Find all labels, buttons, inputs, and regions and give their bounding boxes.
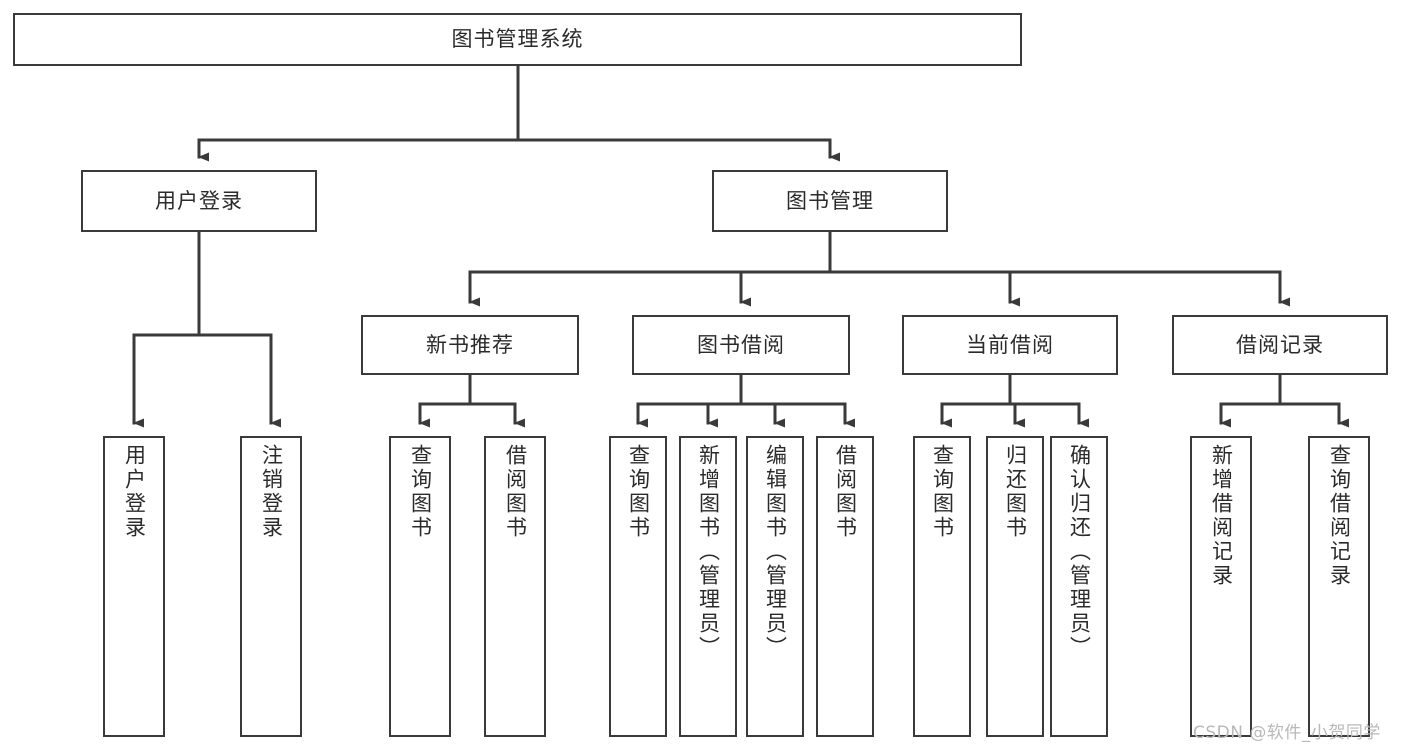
csdn-watermark: CSDN @软件_小贺同学 [1193, 723, 1381, 743]
node-label: 查询借阅记录 [1327, 444, 1352, 588]
node-label: 用户登录 [155, 188, 243, 213]
node-current-borrow[interactable]: 当前借阅 [902, 315, 1118, 375]
node-label: 借阅记录 [1236, 332, 1324, 357]
node-root[interactable]: 图书管理系统 [13, 13, 1022, 66]
node-book-borrow[interactable]: 图书借阅 [632, 315, 850, 375]
leaf-confirm-return[interactable]: 确认归还（管理员） [1050, 436, 1108, 737]
leaf-query-record[interactable]: 查询借阅记录 [1308, 436, 1370, 737]
leaf-user-login[interactable]: 用户登录 [103, 436, 165, 737]
leaf-user-logout[interactable]: 注销登录 [240, 436, 302, 737]
leaf-borrow-book-bw[interactable]: 借阅图书 [816, 436, 874, 737]
node-label: 新增借阅记录 [1209, 444, 1234, 588]
node-label: 借阅图书 [833, 444, 858, 540]
node-label: 用户登录 [122, 444, 147, 540]
node-label: 确认归还（管理员） [1067, 444, 1092, 660]
node-user-login[interactable]: 用户登录 [81, 170, 317, 232]
node-label: 查询图书 [626, 444, 651, 540]
node-book-manage[interactable]: 图书管理 [712, 170, 948, 232]
node-borrow-record[interactable]: 借阅记录 [1172, 315, 1388, 375]
node-label: 新书推荐 [426, 332, 514, 357]
leaf-borrow-book-rec[interactable]: 借阅图书 [484, 436, 546, 737]
node-label: 当前借阅 [966, 332, 1054, 357]
leaf-edit-book[interactable]: 编辑图书（管理员） [746, 436, 804, 737]
node-label: 归还图书 [1003, 444, 1028, 540]
node-label: 图书管理 [786, 188, 874, 213]
leaf-query-book-rec[interactable]: 查询图书 [389, 436, 451, 737]
node-label: 编辑图书（管理员） [763, 444, 788, 660]
leaf-add-record[interactable]: 新增借阅记录 [1190, 436, 1252, 737]
node-new-book-rec[interactable]: 新书推荐 [361, 315, 579, 375]
node-label: 借阅图书 [503, 444, 528, 540]
node-label: 新增图书（管理员） [696, 444, 721, 660]
node-label: 图书管理系统 [451, 27, 584, 52]
leaf-query-book-bw[interactable]: 查询图书 [609, 436, 667, 737]
node-label: 查询图书 [930, 444, 955, 540]
leaf-add-book[interactable]: 新增图书（管理员） [679, 436, 737, 737]
leaf-return-book[interactable]: 归还图书 [986, 436, 1044, 737]
node-label: 查询图书 [408, 444, 433, 540]
node-label: 图书借阅 [697, 332, 785, 357]
node-label: 注销登录 [259, 444, 284, 540]
leaf-query-book-cb[interactable]: 查询图书 [913, 436, 971, 737]
